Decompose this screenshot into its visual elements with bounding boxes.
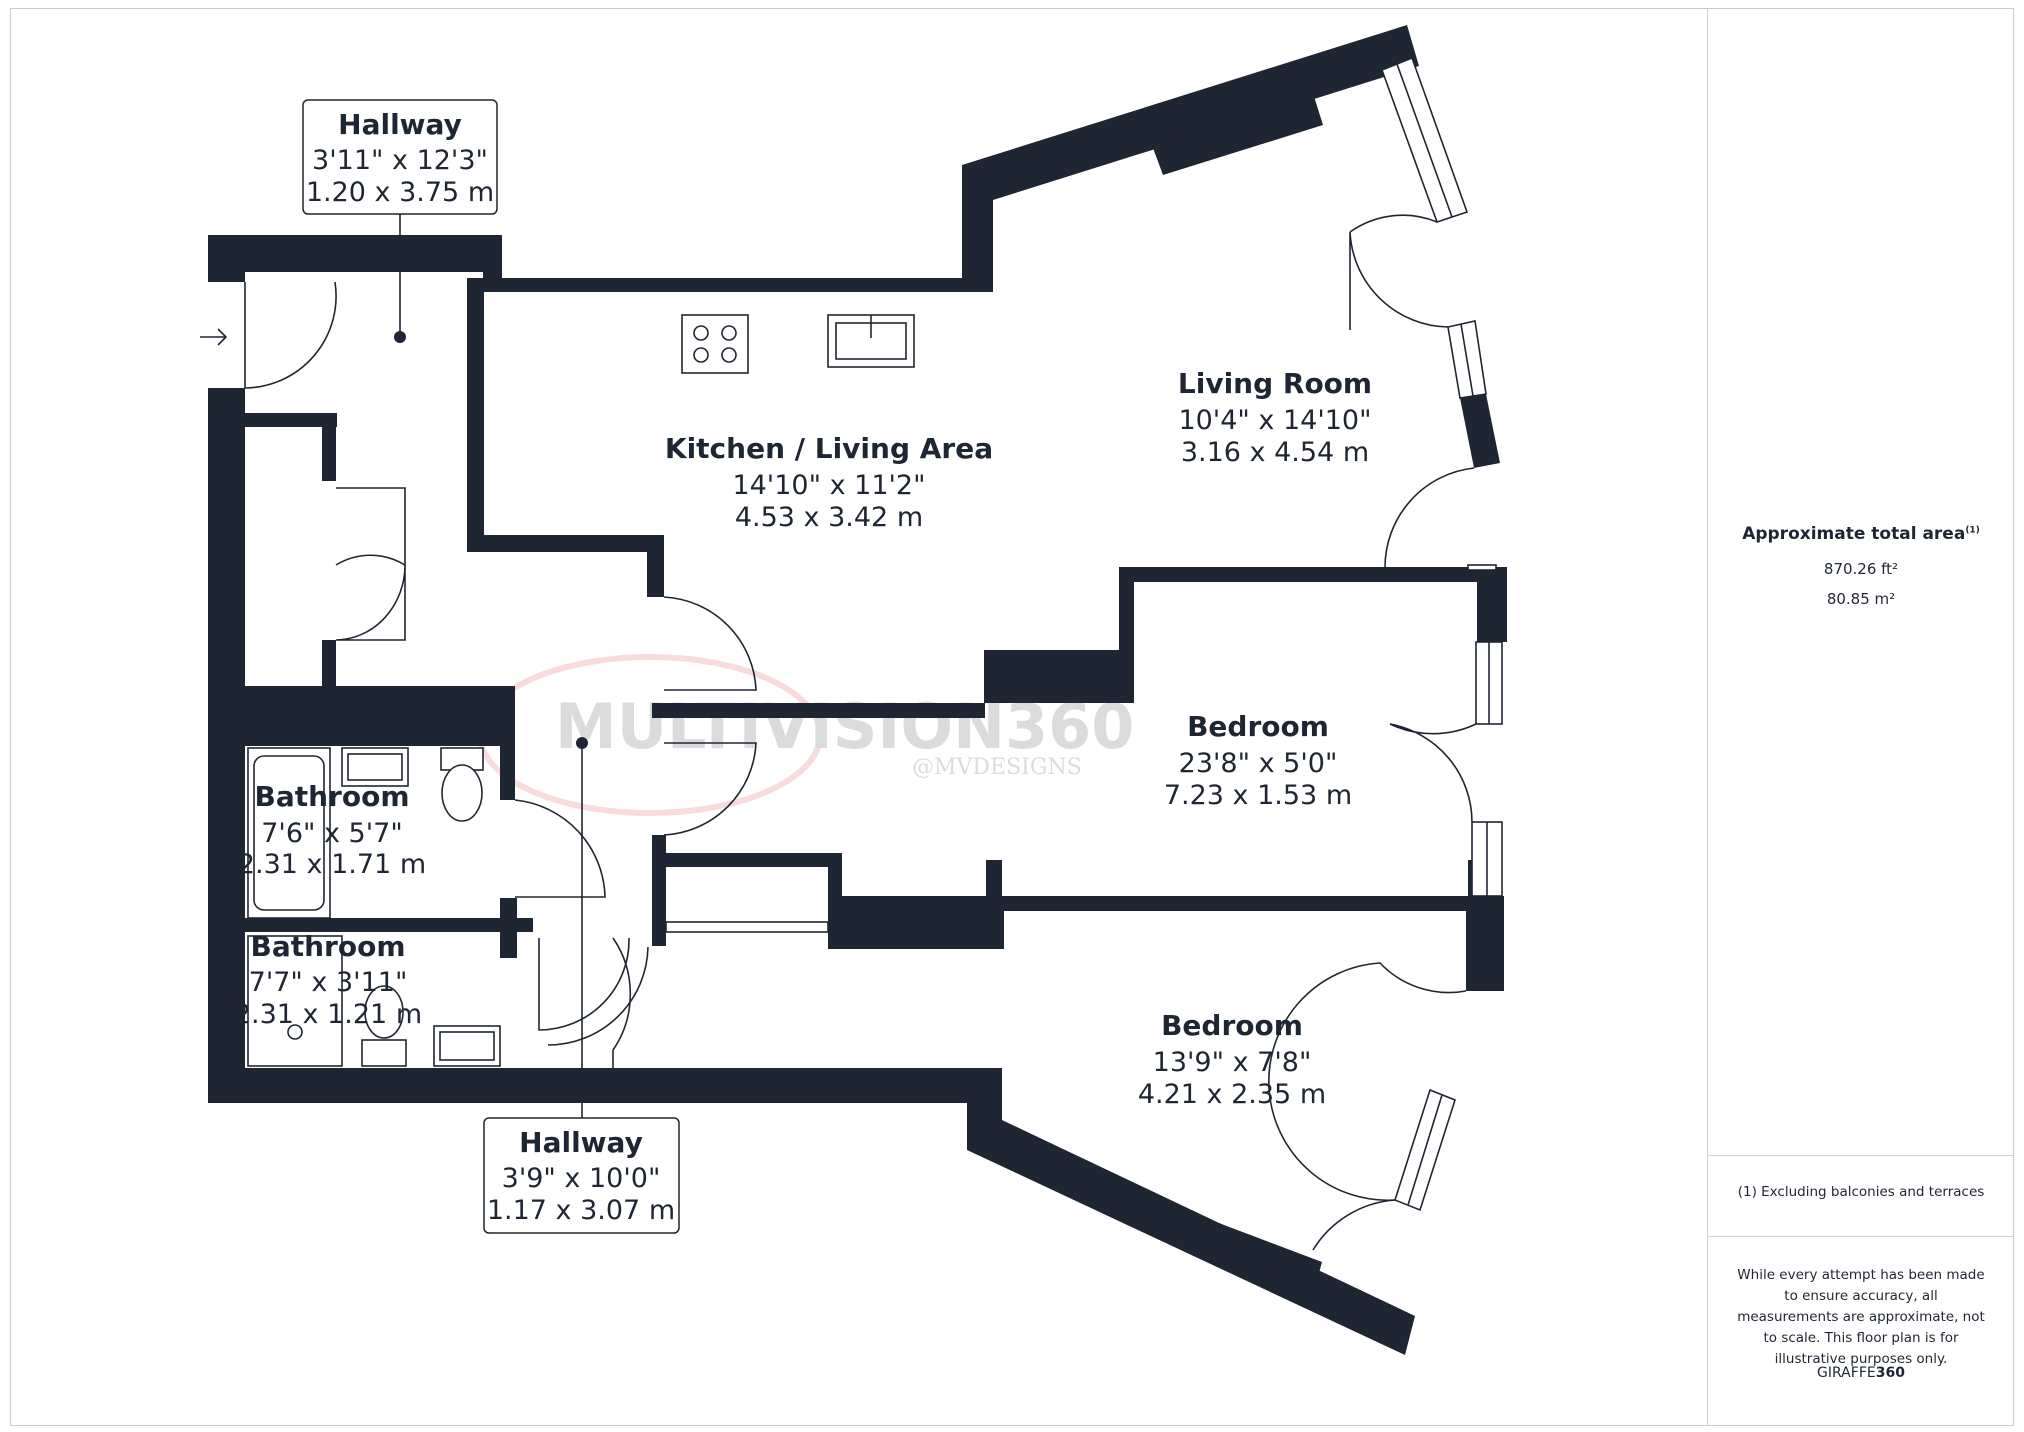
doors <box>244 214 1477 1251</box>
sidebar-divider <box>1707 8 1708 1426</box>
label-leaders <box>394 214 588 1118</box>
room-dim-imperial: 13'9" x 7'8" <box>1153 1047 1312 1078</box>
room-dim-imperial: 3'9" x 10'0" <box>502 1163 661 1194</box>
hallway-top-label-box <box>302 99 498 215</box>
room-hallway-top: Hallway 3'11" x 12'3" 1.20 x 3.75 m <box>306 108 494 208</box>
wardrobe <box>665 921 829 933</box>
brand-prefix: GIRAFFE <box>1817 1365 1876 1381</box>
room-hallway-bottom: Hallway 3'9" x 10'0" 1.17 x 3.07 m <box>487 1126 675 1226</box>
basin-icon-2 <box>433 1025 501 1067</box>
floor-plan: MULTIVISION360 @MVDESIGNS <box>200 25 1507 1355</box>
room-dim-imperial: 7'6" x 5'7" <box>261 818 403 849</box>
fixtures <box>247 314 915 1067</box>
room-name: Hallway <box>338 108 462 141</box>
total-area-m: 80.85 m² <box>1826 590 1896 608</box>
total-area-ft: 870.26 ft² <box>1823 560 1899 578</box>
room-name: Bathroom <box>250 930 405 963</box>
room-name: Living Room <box>1178 367 1372 400</box>
sidebar-separator <box>1708 1155 2014 1156</box>
room-dim-imperial: 7'7" x 3'11" <box>249 967 408 998</box>
room-name: Bedroom <box>1187 710 1329 743</box>
toilet-icon <box>440 747 484 822</box>
sink-icon <box>827 314 915 368</box>
hallway-bottom-label-box <box>483 1117 680 1234</box>
entrance-arrow-icon <box>200 328 228 346</box>
total-area-label: Approximate total area <box>1742 524 1966 544</box>
toilet-icon-2 <box>361 985 407 1067</box>
room-name: Bathroom <box>254 780 409 813</box>
room-dim-metric: 3.16 x 4.54 m <box>1181 437 1369 468</box>
room-bedroom-2: Bedroom 13'9" x 7'8" 4.21 x 2.35 m <box>1138 1009 1326 1110</box>
total-area-note-marker: (1) <box>1965 525 1980 536</box>
basin-icon <box>341 747 409 787</box>
windows <box>1380 56 1503 1212</box>
room-dim-imperial: 3'11" x 12'3" <box>312 145 488 176</box>
brand-suffix: 360 <box>1875 1365 1905 1381</box>
room-dim-metric: 2.31 x 1.21 m <box>234 999 422 1030</box>
total-area-title: Approximate total area(1) <box>1708 524 2014 544</box>
room-name: Kitchen / Living Area <box>665 432 993 465</box>
room-dim-imperial: 14'10" x 11'2" <box>732 470 925 501</box>
bathtub-icon <box>247 747 331 919</box>
footnote: (1) Excluding balconies and terraces <box>1737 1184 1985 1200</box>
watermark: MULTIVISION360 @MVDESIGNS <box>477 654 1134 816</box>
room-bathroom-1: Bathroom 7'6" x 5'7" 2.31 x 1.71 m <box>238 780 426 880</box>
room-dim-metric: 2.31 x 1.71 m <box>238 849 426 880</box>
sidebar-separator <box>1708 1236 2014 1237</box>
walls <box>208 25 1507 1355</box>
room-dim-metric: 1.20 x 3.75 m <box>306 177 494 208</box>
room-bathroom-2: Bathroom 7'7" x 3'11" 2.31 x 1.21 m <box>234 930 422 1030</box>
room-dim-metric: 7.23 x 1.53 m <box>1164 780 1352 811</box>
room-bedroom-1: Bedroom 23'8" x 5'0" 7.23 x 1.53 m <box>1164 710 1352 811</box>
room-dim-imperial: 10'4" x 14'10" <box>1178 405 1371 436</box>
room-dim-metric: 4.53 x 3.42 m <box>735 502 923 533</box>
room-name: Hallway <box>519 1126 643 1159</box>
hob-icon <box>681 314 749 374</box>
brand-logo: GIRAFFE360 <box>1708 1365 2014 1381</box>
watermark-handle: @MVDESIGNS <box>912 755 1082 780</box>
room-dim-imperial: 23'8" x 5'0" <box>1179 748 1338 779</box>
disclaimer: While every attempt has been made to ens… <box>1737 1267 1985 1367</box>
room-dim-metric: 4.21 x 2.35 m <box>1138 1079 1326 1110</box>
room-name: Bedroom <box>1161 1009 1303 1042</box>
room-dim-metric: 1.17 x 3.07 m <box>487 1195 675 1226</box>
room-living: Living Room 10'4" x 14'10" 3.16 x 4.54 m <box>1178 367 1372 468</box>
shower-icon <box>247 935 343 1067</box>
room-kitchen: Kitchen / Living Area 14'10" x 11'2" 4.5… <box>665 432 993 533</box>
